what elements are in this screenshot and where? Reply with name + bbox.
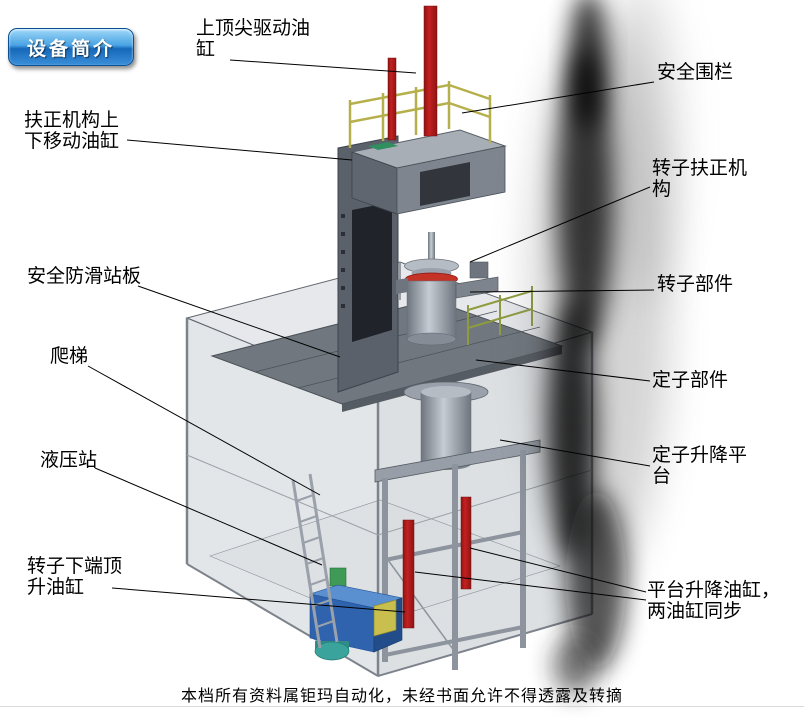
label-top-drive-cylinder: 上顶尖驱动油缸 xyxy=(196,18,311,60)
head-assembly xyxy=(350,129,507,215)
label-safety-fence: 安全围栏 xyxy=(657,62,734,83)
stator-assembly xyxy=(403,381,489,470)
label-stator-lift-platform: 定子升降平台 xyxy=(652,445,748,487)
rotor-assembly xyxy=(396,232,499,346)
label-anti-slip-platform: 安全防滑站板 xyxy=(27,266,142,287)
platform-lift-cylinders xyxy=(402,496,472,629)
equipment-intro-badge: 设备简介 xyxy=(8,28,134,66)
stator-lift-frame xyxy=(374,439,541,670)
safety-fence xyxy=(348,81,492,148)
bottom-divider xyxy=(0,706,804,707)
label-righting-mech-cylinder: 扶正机构上下移动油缸 xyxy=(24,110,120,152)
label-hydraulic-station: 液压站 xyxy=(40,450,98,471)
label-platform-lift-cylinder: 平台升降油缸，两油缸同步 xyxy=(647,580,781,622)
enclosure-frame xyxy=(185,261,594,677)
badge-label: 设备简介 xyxy=(26,38,115,60)
label-rotor-part: 转子部件 xyxy=(657,274,734,295)
hydraulic-station xyxy=(308,567,404,661)
press-column xyxy=(337,135,399,393)
anti-slip-platform xyxy=(210,299,564,412)
ladder xyxy=(291,473,339,649)
platform-side-railing xyxy=(467,286,533,345)
confidentiality-note: 本档所有资料属钜玛自动化，未经书面允许不得透露及转摘 xyxy=(180,688,623,705)
label-stator-part: 定子部件 xyxy=(652,370,729,391)
label-rotor-bottom-jack-cylinder: 转子下端顶升油缸 xyxy=(27,556,123,598)
label-rotor-righting-mech: 转子扶正机构 xyxy=(652,158,748,200)
top-drive-cylinders xyxy=(387,5,438,141)
label-ladder: 爬梯 xyxy=(50,346,89,367)
